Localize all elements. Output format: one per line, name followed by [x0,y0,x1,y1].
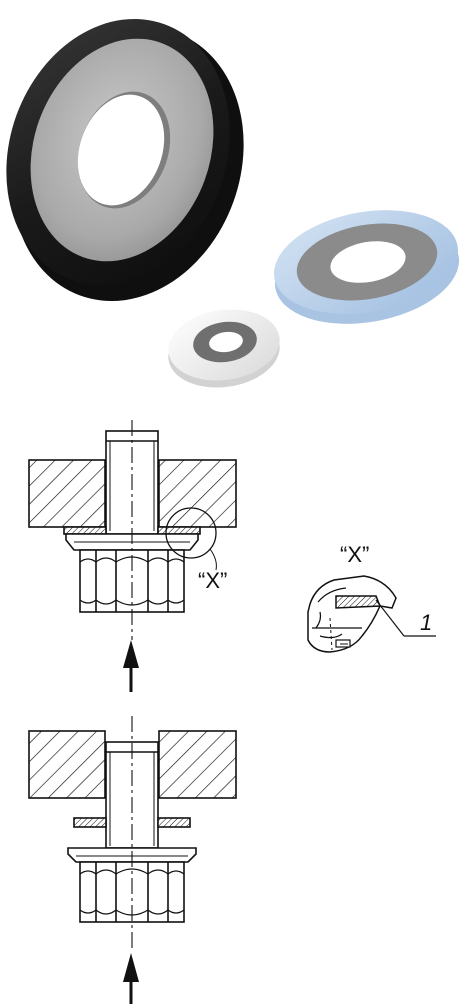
plate-right-section [158,459,237,528]
detail-x-drawing [307,575,436,653]
medium-blue-sealing-washer [274,210,459,324]
exploded-section-drawing [28,716,237,950]
detail-title-label: “X” [340,542,369,567]
small-white-sealing-washer [168,309,280,388]
assembled-section-drawing [28,420,237,640]
item-leader-line [375,599,405,637]
compressed-seal-right [157,526,201,535]
item-number-label: 1 [420,610,432,635]
loose-seal-left [73,817,107,828]
upward-arrow-bottom [123,953,139,1004]
large-black-sealing-washer [6,18,244,302]
plate-left-section-2 [28,730,106,799]
upward-arrow-top [123,640,139,692]
loose-seal-right [157,817,191,828]
compressed-seal-left [63,526,107,535]
seal-metal-core-section [335,595,382,609]
detail-circle [165,507,217,559]
plate-right-section-2 [158,730,237,799]
detail-callout-label: “X” [198,568,227,593]
plate-left-section [28,459,106,528]
